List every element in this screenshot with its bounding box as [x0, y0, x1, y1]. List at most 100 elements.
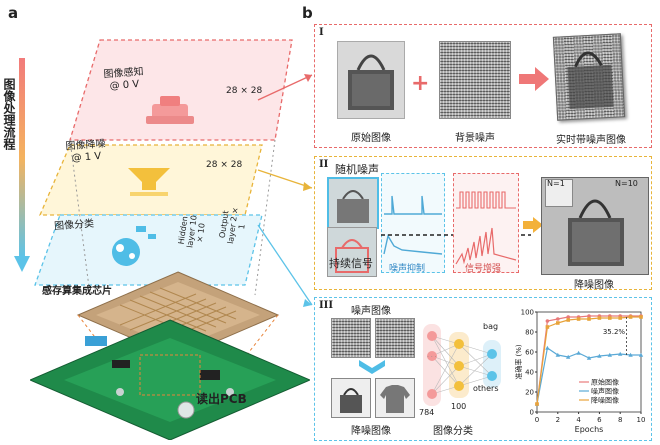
bag-output-label: bag [483, 322, 499, 331]
denoised-sweater-image [375, 378, 415, 418]
y-tick-label: 20 [525, 389, 534, 397]
legend-label: 原始图像 [591, 378, 619, 387]
background-noise-image [439, 41, 511, 119]
y-tick-label: 80 [525, 329, 534, 337]
y-axis-label: 准确率 (%) [515, 344, 523, 380]
signal-spike-trace [455, 191, 517, 265]
classification-label: 图像分类 [433, 426, 473, 437]
data-point [608, 316, 612, 320]
noisy-sweater-image [375, 318, 415, 358]
denoised-caption: 降噪图像 [574, 280, 614, 291]
filter-icon [128, 168, 170, 196]
hidden-layer-label: Hidden layer 10 × 10 [176, 214, 207, 249]
persistent-signal-label: 持续信号 [329, 257, 373, 270]
legend-label: 噪声图像 [591, 387, 619, 396]
noisy-images-label: 噪声图像 [351, 306, 391, 317]
random-noise-label: 随机噪声 [335, 163, 379, 176]
panel-b-label: b [302, 4, 313, 22]
x-axis-label: Epochs [575, 425, 604, 434]
panel-a-label: a [8, 4, 19, 22]
input-size-label: 784 [419, 408, 435, 417]
data-point [587, 314, 591, 318]
data-point [586, 355, 592, 360]
threshold-line [381, 234, 531, 236]
signal-enhance-label: 信号增强 [465, 264, 502, 274]
noise-suppress-label: 噪声抑制 [389, 264, 426, 274]
process-flow-arrow [14, 58, 30, 273]
y-tick-label: 40 [525, 369, 534, 377]
plus-sign: + [411, 71, 430, 96]
layer-stack-illustration [30, 39, 310, 440]
down-chevron-icon [359, 360, 385, 374]
data-point [628, 315, 633, 319]
hidden-size-label: 100 [451, 402, 467, 411]
x-tick-label: 0 [535, 416, 539, 424]
data-point [607, 352, 612, 357]
noise-spike-trace [383, 195, 443, 255]
noise-suppress-box [381, 173, 445, 273]
data-point [587, 317, 591, 321]
denoised-images-label: 降噪图像 [351, 426, 391, 437]
data-point [545, 325, 550, 329]
denoised-result-image [541, 177, 649, 275]
signal-enhance-box [453, 173, 519, 273]
data-point [597, 353, 602, 358]
x-tick-label: 10 [637, 416, 646, 424]
camera-icon [146, 96, 194, 124]
data-point [555, 352, 560, 357]
legend-label: 降噪图像 [591, 396, 619, 405]
data-point [639, 315, 643, 319]
denoised-bag-image [331, 378, 371, 418]
data-point [566, 354, 571, 359]
others-output-label: others [473, 384, 499, 393]
data-point [618, 351, 623, 356]
n1-inset-image [545, 179, 573, 207]
classify-layer-plane [34, 214, 263, 286]
realtime-noisy-caption: 实时带噪声图像 [556, 135, 626, 146]
chip-label: 感存算集成芯片 [42, 286, 112, 297]
annotation-label: 35.2% [603, 328, 626, 336]
data-point [576, 317, 581, 321]
background-noise-caption: 背景噪声 [455, 133, 495, 144]
section-ii-numeral: II [319, 159, 329, 170]
data-point [545, 319, 550, 323]
classify-title: 图像分类 [53, 218, 95, 233]
data-point [535, 402, 539, 406]
neural-network-diagram [423, 324, 501, 406]
data-point [556, 321, 560, 325]
x-tick-label: 8 [618, 416, 622, 424]
n1-label: N=1 [547, 179, 565, 188]
original-image [337, 41, 405, 119]
network-ellipsis: · · · [427, 354, 437, 361]
section-i-numeral: I [319, 27, 324, 38]
data-point [556, 317, 560, 321]
process-flow-label: 图像处理流程 [2, 78, 16, 150]
section-iii-numeral: III [319, 300, 334, 311]
x-tick-label: 4 [576, 416, 581, 424]
denoise-size: 28 × 28 [206, 160, 243, 170]
data-point [638, 352, 644, 357]
data-point [628, 352, 633, 357]
x-tick-label: 2 [556, 416, 560, 424]
data-point [597, 316, 602, 320]
pcb-label: 读出PCB [196, 392, 247, 406]
chip-die [96, 282, 260, 348]
data-point [566, 318, 570, 322]
sensing-size: 28 × 28 [226, 86, 263, 96]
sensing-layer-text: 图像感知 @ 0 V [103, 67, 145, 94]
realtime-noisy-image [552, 33, 626, 121]
y-tick-label: 0 [530, 409, 534, 417]
n10-label: N=10 [615, 179, 638, 188]
output-layer-label: Output layer 2 × 1 [217, 206, 247, 245]
section-i-box: I + 原始图像 背景噪声 实时带噪声图像 [314, 24, 652, 148]
denoise-layer-text: 图像降噪 @ 1 V [65, 139, 107, 166]
bag-icon [348, 54, 394, 110]
section-iii-box: III 噪声图像 降噪图像 · · · 784 100 bag others 图… [314, 297, 652, 441]
sensing-layer-plane [69, 39, 293, 141]
y-tick-label: 60 [525, 349, 534, 357]
random-noise-image [327, 177, 379, 229]
persistent-signal-image [327, 227, 377, 277]
orange-arrow-icon [523, 217, 543, 233]
brain-icon [112, 226, 156, 266]
